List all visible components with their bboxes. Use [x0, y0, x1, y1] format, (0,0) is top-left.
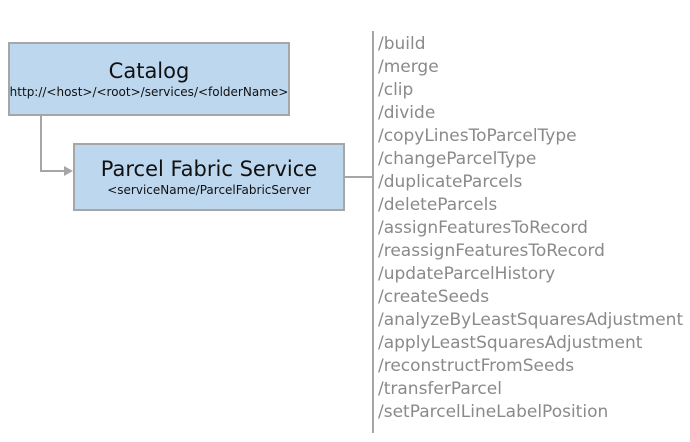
parcel-fabric-service-box: Parcel Fabric Service <serviceName/Parce…: [73, 143, 345, 211]
endpoint-item: /build: [378, 34, 426, 54]
endpoint-item: /applyLeastSquaresAdjustment: [378, 333, 643, 353]
endpoint-item: /divide: [378, 103, 436, 123]
endpoint-divider-line: [372, 31, 374, 433]
endpoint-item: /merge: [378, 57, 439, 77]
arrowhead-icon: [64, 166, 73, 176]
endpoint-item: /clip: [378, 80, 414, 100]
service-to-list-connector-line: [344, 176, 373, 178]
endpoint-item: /transferParcel: [378, 379, 502, 399]
endpoint-item: /setParcelLineLabelPosition: [378, 402, 609, 422]
endpoint-item: /reconstructFromSeeds: [378, 356, 575, 376]
endpoint-item: /duplicateParcels: [378, 172, 523, 192]
endpoint-item: /analyzeByLeastSquaresAdjustment: [378, 310, 684, 330]
endpoint-item: /reassignFeaturesToRecord: [378, 241, 605, 261]
catalog-url-pattern: http://<host>/<root>/services/<folderNam…: [9, 84, 289, 99]
connector-horizontal-line: [40, 170, 65, 172]
endpoint-item: /copyLinesToParcelType: [378, 126, 577, 146]
endpoint-list: /build/merge/clip/divide/copyLinesToParc…: [378, 33, 683, 424]
endpoint-item: /changeParcelType: [378, 149, 537, 169]
catalog-title: Catalog: [108, 58, 190, 83]
connector-vertical-line: [40, 116, 42, 172]
catalog-box: Catalog http://<host>/<root>/services/<f…: [8, 42, 290, 116]
endpoint-item: /assignFeaturesToRecord: [378, 218, 588, 238]
endpoint-item: /deleteParcels: [378, 195, 498, 215]
endpoint-item: /updateParcelHistory: [378, 264, 556, 284]
service-name-pattern: <serviceName/ParcelFabricServer: [107, 182, 311, 197]
endpoint-item: /createSeeds: [378, 287, 490, 307]
service-title: Parcel Fabric Service: [100, 156, 318, 181]
